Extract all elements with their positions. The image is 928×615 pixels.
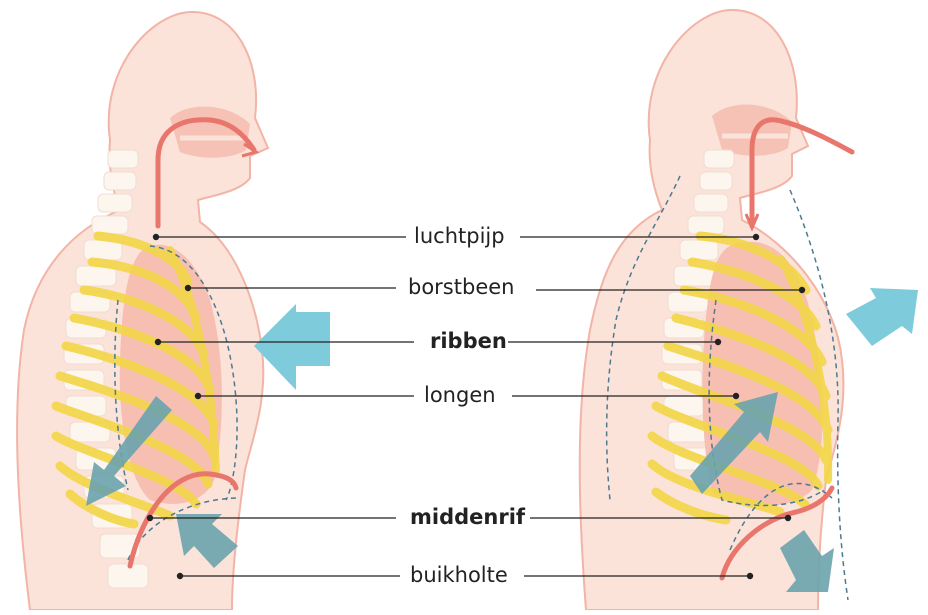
label-lungs: longen <box>424 382 496 408</box>
label-ribs: ribben <box>430 328 507 354</box>
label-abdomen: buikholte <box>410 562 508 588</box>
right-chest-arrow <box>846 288 918 346</box>
label-diaphragm: middenrif <box>410 504 525 530</box>
label-trachea: luchtpijp <box>414 223 505 249</box>
right-figure <box>580 10 918 610</box>
left-figure <box>17 12 330 610</box>
left-chest-arrow <box>254 304 330 390</box>
label-sternum: borstbeen <box>408 274 514 300</box>
